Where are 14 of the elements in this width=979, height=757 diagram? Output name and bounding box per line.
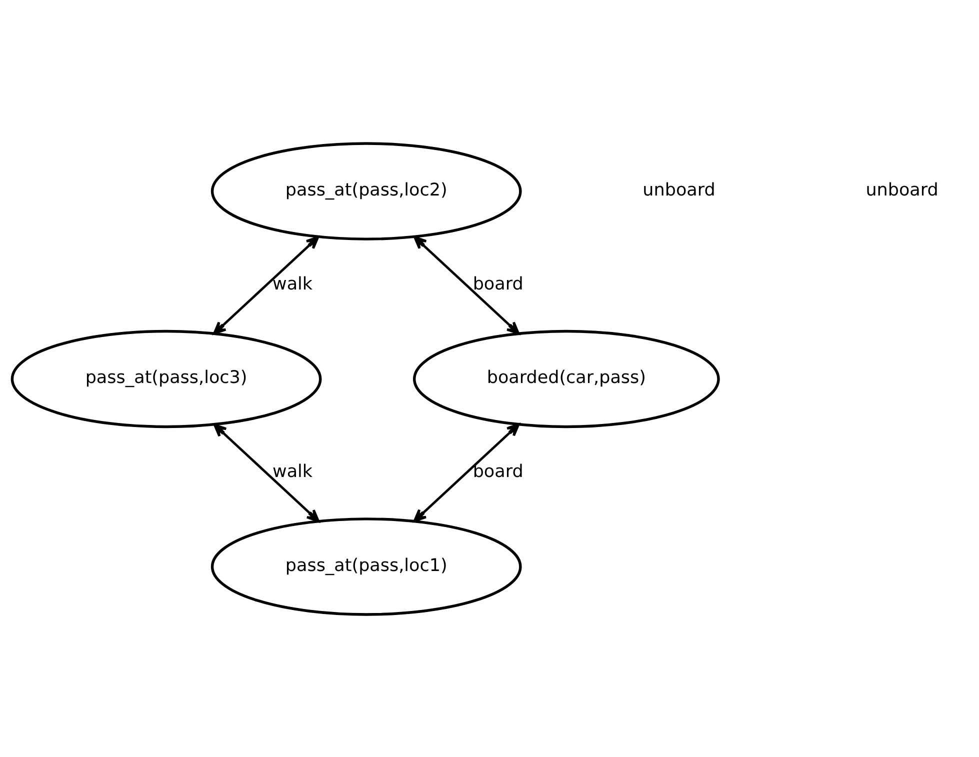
node-ellipse: pass_at(pass,loc2) (210, 142, 522, 240)
arrow (413, 422, 520, 522)
arrow (213, 236, 320, 334)
arrow (214, 423, 320, 522)
edge-label: board (472, 462, 524, 482)
label: unboard (866, 180, 938, 200)
label: unboard (642, 180, 716, 200)
node-ellipse: pass_at(pass,loc1) (210, 517, 522, 616)
edge-label: board (472, 274, 524, 294)
arrow (414, 236, 520, 334)
node-ellipse: pass_at(pass,loc3) (10, 329, 322, 428)
edge-label: walk (272, 462, 313, 482)
edge-label: walk (272, 274, 313, 294)
node-ellipse: boarded(car,pass) (412, 329, 720, 428)
